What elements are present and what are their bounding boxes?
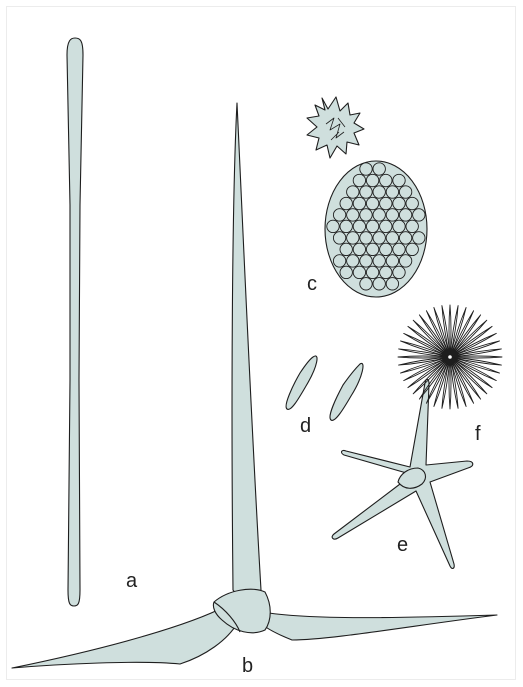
label-c: c <box>307 273 317 295</box>
label-b: b <box>242 655 253 677</box>
label-a: a <box>126 570 138 592</box>
spicule-d-right <box>330 363 363 420</box>
spicule-b-ray-right <box>258 612 497 640</box>
label-d: d <box>300 415 311 437</box>
spicule-b-ray-vertical <box>232 103 261 595</box>
spicule-a-rod <box>67 38 83 606</box>
label-e: e <box>397 534 408 556</box>
label-f: f <box>475 423 481 445</box>
spicule-d-left <box>286 356 317 409</box>
spicule-c-spiny-aster <box>307 97 364 158</box>
spicule-b-ray-left <box>12 606 238 668</box>
spicule-f-center <box>448 355 452 359</box>
